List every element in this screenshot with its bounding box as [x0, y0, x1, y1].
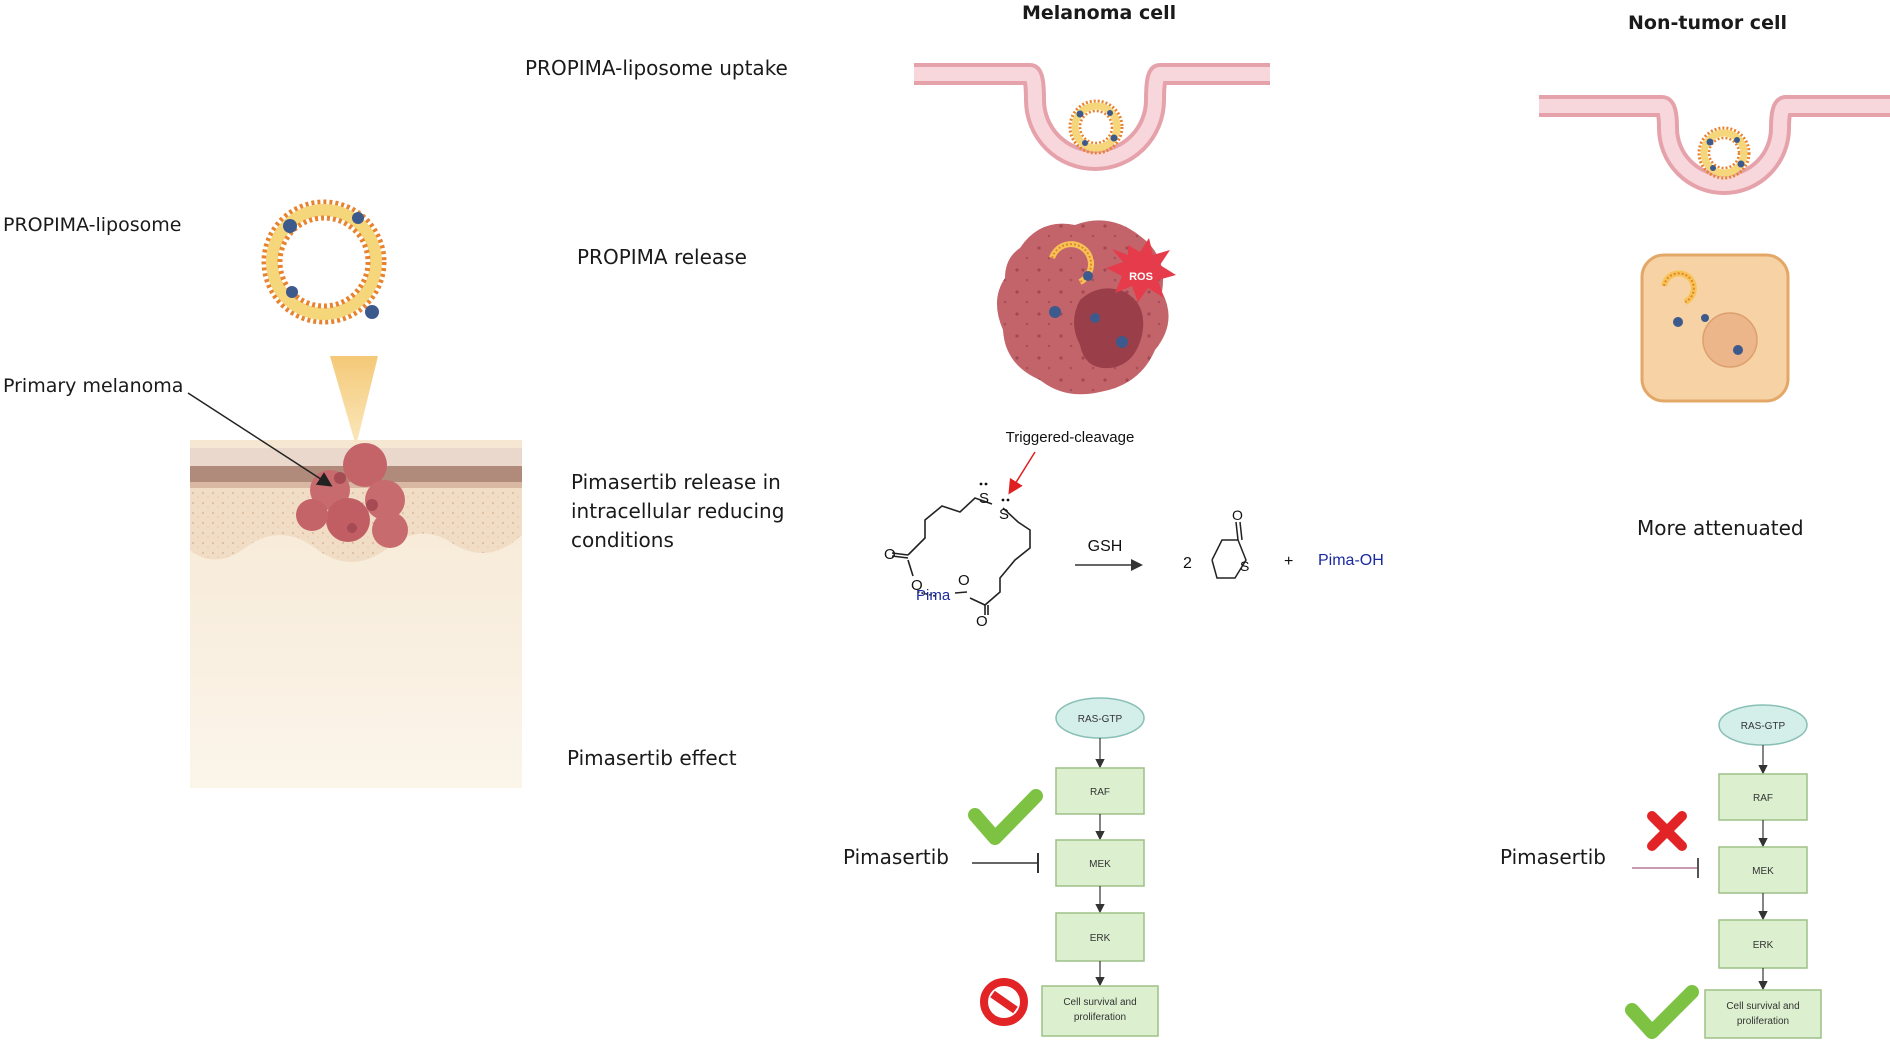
melanoma-pathway: RAS-GTP RAF MEK ERK Cell survival and pr… — [968, 697, 1159, 1037]
svg-text:ERK: ERK — [1090, 933, 1111, 944]
pima-group-label: Pima — [916, 587, 951, 604]
product-label: Pima-OH — [1318, 552, 1384, 569]
svg-text:O: O — [884, 546, 896, 563]
check-icon — [968, 789, 1043, 845]
raf-node — [1055, 767, 1145, 815]
reagent-label: GSH — [1088, 538, 1123, 555]
trigger-label: Triggered-cleavage — [1006, 429, 1135, 446]
stage-label-pimasertib-release: Pimasertib release in intracellular redu… — [571, 470, 785, 552]
svg-text:ERK: ERK — [1753, 940, 1774, 951]
prohibited-icon — [980, 978, 1028, 1026]
cross-icon — [1647, 811, 1687, 851]
svg-text:RAS-GTP: RAS-GTP — [1741, 721, 1786, 732]
svg-text:MEK: MEK — [1089, 859, 1111, 870]
stage-label-effect: Pimasertib effect — [567, 746, 737, 770]
plus-sign: + — [1284, 553, 1293, 570]
nontumor-pathway: RAS-GTP RAF MEK ERK Cell survival and pr… — [1625, 704, 1822, 1039]
stage-label-release: PROPIMA release — [577, 245, 747, 269]
svg-text:O: O — [976, 613, 988, 630]
ros-burst-icon — [1106, 238, 1176, 302]
svg-text:Cell survival and: Cell survival and — [1726, 1001, 1799, 1012]
coefficient-label: 2 — [1183, 555, 1192, 572]
nontumor-note: More attenuated — [1637, 516, 1804, 540]
skin-illustration — [190, 440, 522, 788]
check-icon — [1625, 985, 1699, 1039]
melanoma-cell-release: ROS — [996, 220, 1176, 395]
svg-text:MEK: MEK — [1752, 866, 1774, 877]
inhibitor-label-nontumor: Pimasertib — [1500, 845, 1606, 869]
melanoma-membrane-uptake — [914, 63, 1270, 171]
nontumor-membrane-uptake — [1539, 95, 1890, 195]
svg-text:Cell survival and: Cell survival and — [1063, 997, 1136, 1008]
svg-text:O: O — [958, 572, 970, 589]
svg-text:S: S — [999, 506, 1009, 523]
outcome-node — [1041, 985, 1159, 1037]
nontumor-cell-release — [1640, 253, 1790, 403]
erk-node — [1718, 919, 1808, 969]
column-header-melanoma: Melanoma cell — [1022, 2, 1177, 24]
stage-label-uptake: PROPIMA-liposome uptake — [525, 56, 788, 80]
svg-text:proliferation: proliferation — [1737, 1016, 1789, 1027]
svg-text:O: O — [1232, 507, 1243, 523]
primary-melanoma-label: Primary melanoma — [3, 375, 184, 397]
inhibitor-label-melanoma: Pimasertib — [843, 845, 949, 869]
svg-text:S: S — [979, 490, 989, 507]
trigger-arrow — [1008, 451, 1036, 495]
mek-node — [1055, 839, 1145, 887]
focus-beam — [330, 356, 378, 446]
svg-text:RAS-GTP: RAS-GTP — [1078, 714, 1123, 725]
erk-node — [1055, 912, 1145, 962]
ros-label: ROS — [1129, 271, 1153, 283]
svg-text:S: S — [1240, 558, 1249, 574]
column-header-nontumor: Non-tumor cell — [1628, 12, 1787, 34]
liposome-large-icon — [261, 199, 387, 325]
mek-node — [1718, 846, 1808, 894]
cleavage-reaction: Triggered-cleavage O O O O Pima S S GSH … — [884, 429, 1384, 630]
melanoma-pointer-arrow — [187, 392, 333, 487]
liposome-label: PROPIMA-liposome — [3, 214, 182, 236]
svg-text:RAF: RAF — [1090, 787, 1110, 798]
svg-text:RAF: RAF — [1753, 793, 1773, 804]
raf-node — [1718, 773, 1808, 821]
outcome-node — [1704, 989, 1822, 1039]
svg-text:O: O — [911, 577, 923, 594]
svg-text:proliferation: proliferation — [1074, 1012, 1126, 1023]
